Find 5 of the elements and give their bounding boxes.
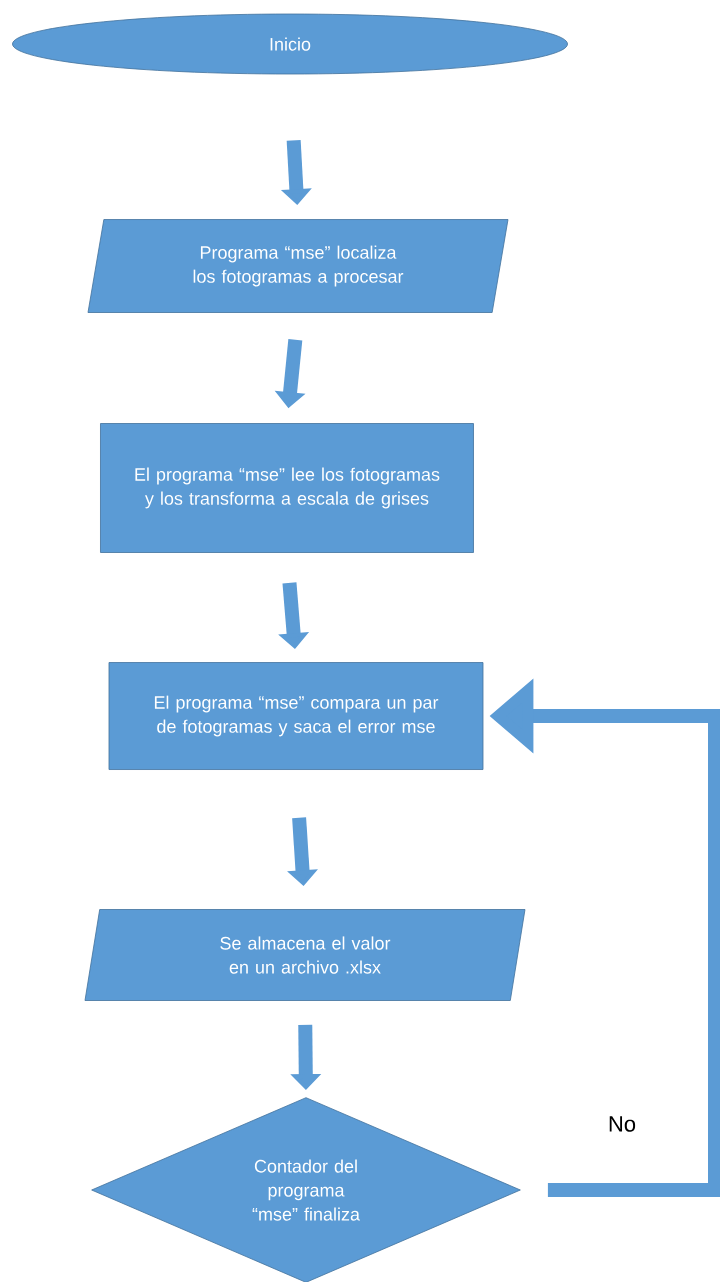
input-output-parallelogram: Se almacena el valor en un archivo .xlsx bbox=[84, 909, 526, 1001]
process-box: El programa “mse” compara un par de fotogramas y saca el error mse bbox=[108, 662, 484, 770]
input-output-parallelogram: Programa “mse” localiza los fotogramas a procesar bbox=[87, 219, 509, 313]
process-box: El programa “mse” lee los fotogramas y los transforma a escala de grises bbox=[100, 423, 474, 553]
edge-label: No bbox=[605, 1114, 639, 1134]
